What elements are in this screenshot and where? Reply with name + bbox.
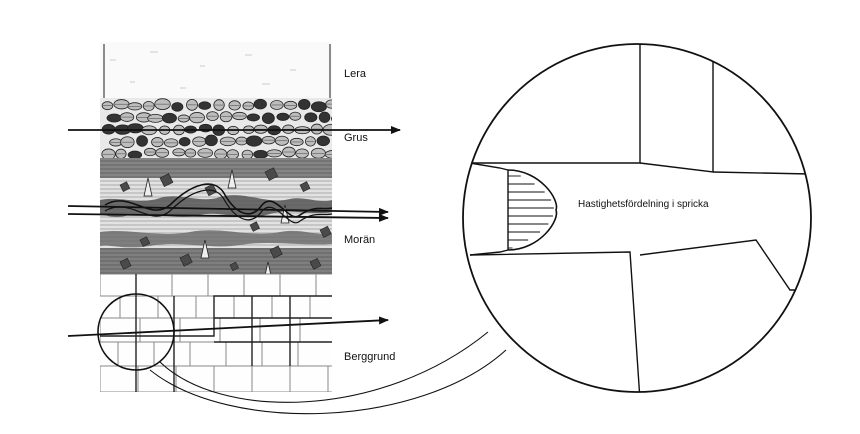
velocity-profile-arrows	[508, 175, 554, 249]
upper-rock-block-right	[712, 171, 811, 175]
flow-arrows	[67, 126, 401, 337]
lower-rock-block-left	[469, 251, 641, 392]
moraine-flow-arrow-lower	[67, 213, 389, 222]
zoom-connector-upper	[159, 331, 489, 403]
zoom-connector-lower	[149, 349, 507, 415]
fracture-zoom-source	[97, 293, 175, 371]
clay-layer	[100, 42, 332, 102]
fracture-channel	[469, 162, 509, 256]
velocity-profile-curve	[507, 169, 558, 251]
label-bedrock: Berggrund	[344, 351, 395, 363]
label-gravel: Grus	[344, 132, 368, 144]
moraine-flow-arrow-upper	[67, 205, 389, 216]
label-moraine: Morän	[344, 234, 375, 246]
fracture-zoom-view: Hastighetsfördelning i spricka	[462, 43, 812, 393]
moraine-layer	[100, 158, 332, 281]
label-clay: Lera	[344, 68, 367, 80]
label-velocity-distribution: Hastighetsfördelning i spricka	[578, 199, 709, 210]
bedrock-flow-arrow	[67, 316, 389, 337]
